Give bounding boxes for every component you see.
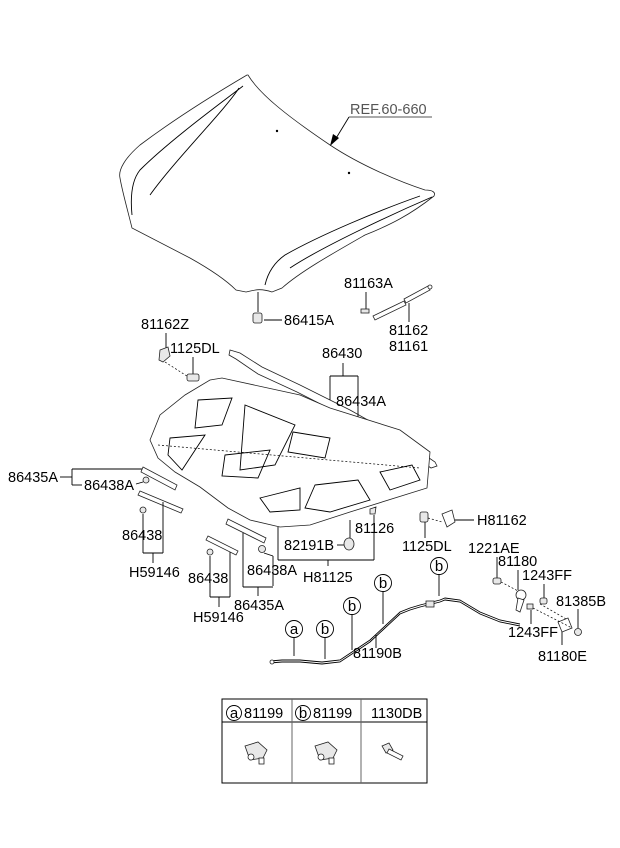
hood-bumper: 86415A [252,292,334,329]
callout-letter: a [290,621,299,638]
label-86438-left: 86438 [122,528,162,544]
clip-legend-table: a 81199 b 81199 1130DB [221,698,428,784]
label-86435A-left: 86435A [8,470,58,486]
callout-letter: b [435,558,443,575]
callout-b-1: b [316,620,334,659]
release-cable: 81190B [269,597,521,665]
legend-part-a: 81199 [244,706,283,722]
arrow-icon [330,134,339,146]
label-86415A: 86415A [284,313,334,329]
callout-b-4: b [430,557,448,596]
label-81162Z: 81162Z [141,317,189,333]
label-1243FF-top: 1243FF [522,568,572,584]
gas-strut: 81163A 81162 81161 [344,276,433,355]
label-1221AE: 1221AE [468,541,520,557]
callout-a-1: a [285,620,303,656]
label-1125DL-right: 1125DL [402,539,452,555]
label-86435A-mid: 86435A [234,598,284,614]
label-86438A-left: 86438A [84,478,134,494]
label-H59146-mid: H59146 [193,610,244,626]
legend-column-a: a 81199 [226,705,283,765]
hood-hinge-left: 81162Z 1125DL [141,317,220,382]
label-81126: 81126 [355,521,394,537]
callout-b-3: b [374,574,392,624]
hood-insulator [149,377,431,528]
label-86430: 86430 [322,346,362,362]
hood-hole [347,171,351,175]
label-86434A: 86434A [336,394,386,410]
legend-part-bolt: 1130DB [371,706,422,722]
label-81162: 81162 [389,323,428,339]
molding-left: 86435A 86438A 86438 H59146 [8,466,184,581]
reference-label: REF.60-660 [350,102,427,118]
latch-bracket-group: 82191B 81126 H81125 [277,506,394,586]
clip-b-icon [314,741,338,765]
label-81385B: 81385B [556,594,606,610]
callout-b-2: b [343,597,361,650]
label-81163A: 81163A [344,276,393,292]
callout-letter: b [321,621,329,638]
label-1243FF-bottom: 1243FF [508,625,558,641]
hood-hinge-right: H81162 1125DL [402,509,527,555]
label-81180: 81180 [498,554,537,570]
legend-column-b: b 81199 [295,705,352,765]
label-81161: 81161 [389,339,428,355]
hood-latch: 1221AE 81180 1243FF 81385B 1243FF 81180E [468,541,606,665]
clip-a-icon [244,741,268,765]
legend-column-bolt: 1130DB [371,706,422,761]
label-81190B: 81190B [353,646,402,662]
callout-letter: b [348,598,356,615]
label-82191B: 82191B [284,538,334,554]
hood-panel [119,74,435,293]
legend-marker-b: b [299,705,307,722]
bolt-icon [381,742,404,761]
label-H59146-left: H59146 [129,565,180,581]
label-H81125: H81125 [303,570,353,586]
label-86438-mid: 86438 [188,571,228,587]
label-H81162: H81162 [477,513,527,529]
label-81180E: 81180E [538,649,587,665]
label-1125DL-top: 1125DL [170,341,220,357]
molding-middle: 86438 H59146 86438A 86435A [188,518,297,626]
legend-part-b: 81199 [313,706,352,722]
label-86438A-mid: 86438A [247,563,297,579]
callout-letter: b [379,575,387,592]
legend-marker-a: a [230,705,239,722]
hood-hole [275,129,279,133]
reference-callout: REF.60-660 [330,102,432,146]
